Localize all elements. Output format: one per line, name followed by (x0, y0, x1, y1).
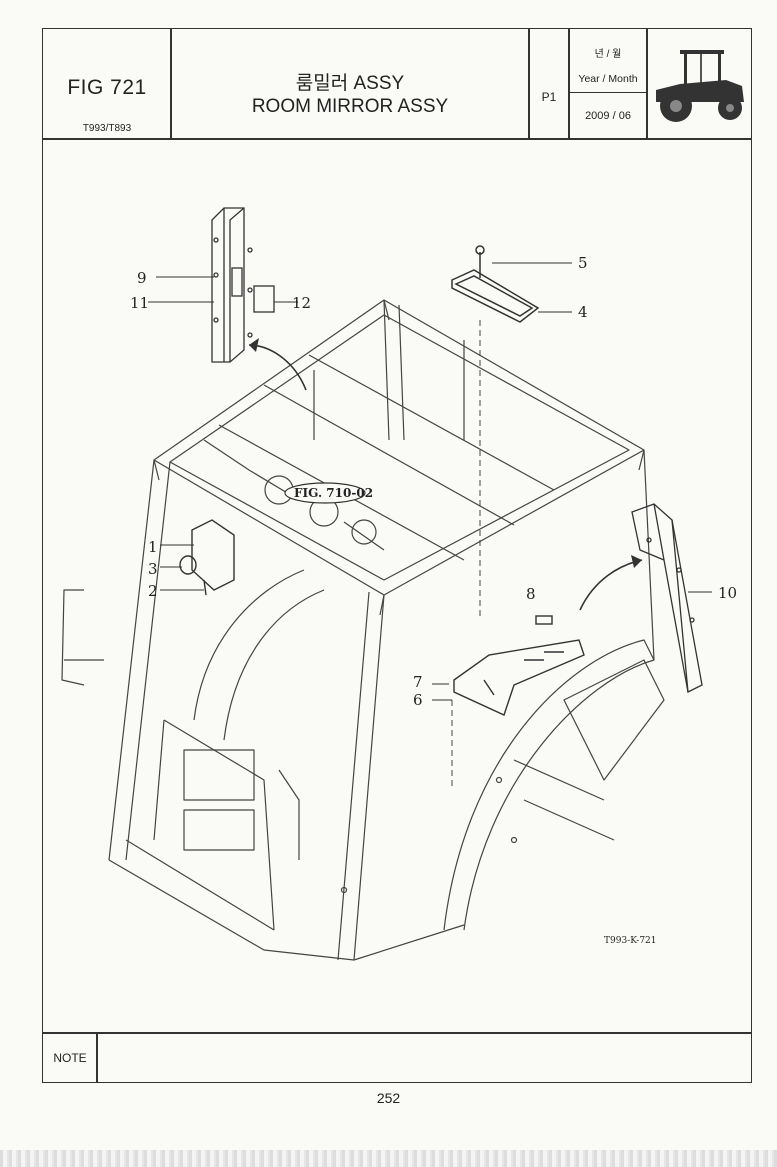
mirror-bracket-1 (179, 519, 235, 596)
note-label: NOTE (53, 1051, 87, 1065)
page-number: 252 (376, 1090, 401, 1106)
figure-reference-badge: FIG. 710-02 (294, 486, 374, 500)
title-korean: 룸밀러 ASSY (295, 72, 405, 94)
room-mirror-4 (451, 245, 540, 323)
scan-edge (0, 1150, 777, 1167)
header-divider-3 (568, 28, 570, 139)
callout-6: 6 (413, 691, 423, 709)
bracket-6 (453, 639, 585, 716)
header-divider-1 (170, 28, 172, 139)
callout-2: 2 (148, 582, 158, 600)
date-header-english: Year / Month (578, 73, 638, 85)
model-numbers: T993/T893 (82, 122, 132, 134)
callout-8: 8 (526, 585, 536, 603)
title-english: ROOM MIRROR ASSY (251, 96, 449, 117)
header-divider-4 (646, 28, 648, 139)
callout-3: 3 (148, 560, 158, 578)
callout-10: 10 (718, 584, 738, 602)
page-frame (42, 28, 752, 1083)
header-divider-2 (528, 28, 530, 139)
callout-9: 9 (137, 269, 147, 287)
callout-7: 7 (413, 673, 423, 691)
header-bottom-rule (42, 138, 752, 140)
callout-11: 11 (130, 294, 150, 312)
callout-12: 12 (292, 294, 312, 312)
date-cell-rule (568, 92, 647, 93)
callout-1: 1 (148, 538, 158, 556)
date-header-korean: 년 / 월 (594, 48, 622, 60)
tractor-icon (656, 50, 744, 122)
page-code: P1 (541, 90, 557, 104)
note-text (98, 1036, 748, 1080)
clip-12 (253, 285, 275, 313)
pillar-trim-11 (211, 207, 253, 363)
date-value: 2009 / 06 (585, 110, 631, 122)
callout-4: 4 (578, 303, 588, 321)
pillar-trim-10 (631, 503, 703, 693)
callout-5: 5 (578, 254, 588, 272)
fig-label: FIG 721 (67, 76, 147, 99)
note-top-rule (42, 1032, 752, 1034)
parts-diagram (61, 207, 712, 961)
drawing-code: T993-K-721 (604, 936, 657, 946)
note-divider (96, 1032, 98, 1083)
